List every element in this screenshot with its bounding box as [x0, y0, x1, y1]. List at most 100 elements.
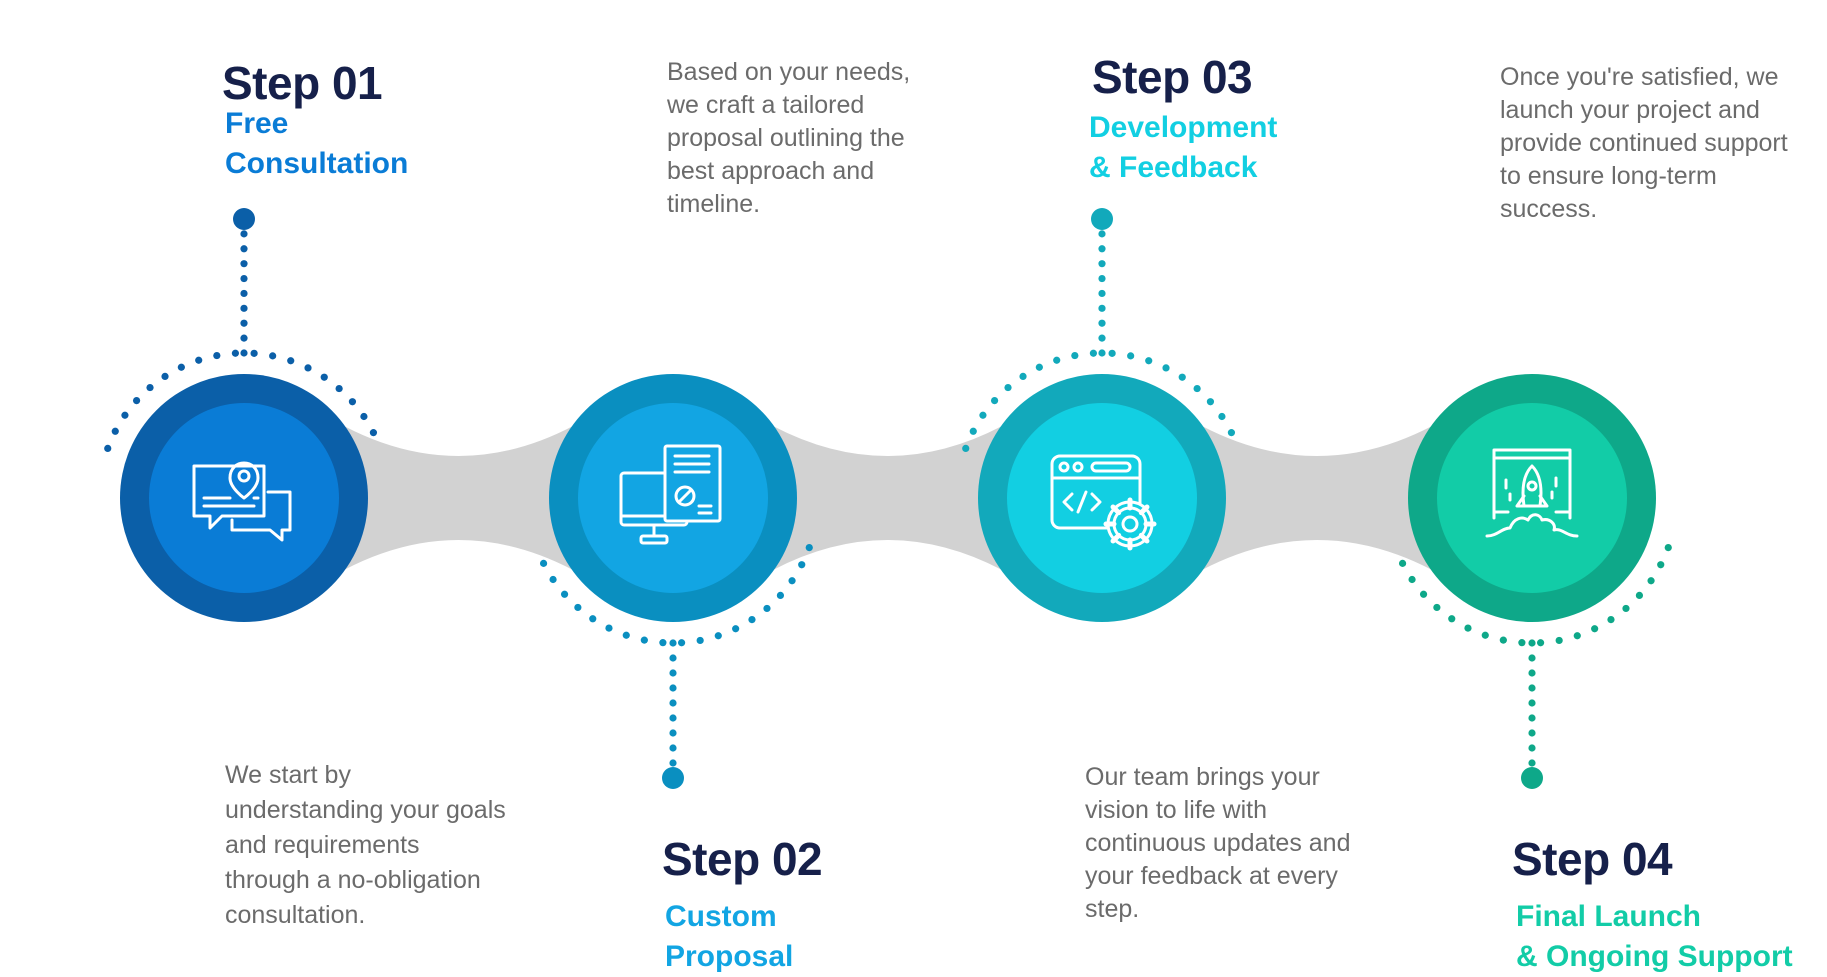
arc-dot: [1398, 559, 1407, 567]
arc-dot: [1448, 615, 1456, 623]
arc-dot: [748, 616, 756, 624]
arc-dot: [1518, 639, 1526, 647]
arc-dot: [1089, 349, 1098, 357]
line-dot: [669, 744, 677, 752]
step-04-desc-line: launch your project and: [1500, 96, 1760, 124]
arc-dot: [1218, 412, 1226, 421]
arc-dot: [1647, 577, 1655, 585]
step-01-number: Step 01: [222, 57, 383, 109]
arc-dot: [1408, 575, 1416, 584]
arc-dot: [640, 636, 648, 644]
arc-dot: [798, 561, 806, 569]
arc-dot: [360, 412, 368, 421]
step-04-title-line: Final Launch: [1516, 900, 1702, 933]
arc-dot: [990, 397, 999, 405]
step-04-desc-line: provide continued support: [1500, 129, 1788, 157]
step-02-number: Step 02: [662, 833, 823, 885]
arc-dot: [1193, 384, 1201, 393]
line-dot: [240, 245, 248, 253]
arc-dot: [1499, 636, 1507, 644]
arc-dot: [776, 591, 785, 599]
step-02-desc-line: best approach and: [667, 157, 875, 185]
arc-dot: [763, 604, 771, 613]
step-04-title: Final Launch & Ongoing Support: [1516, 897, 1793, 977]
arc-dot: [1419, 590, 1428, 598]
dotted-decorations: [104, 208, 1672, 789]
line-dot: [1098, 274, 1106, 283]
arc-dot: [335, 384, 343, 393]
step-04-desc-line: success.: [1500, 195, 1598, 223]
arc-dot: [1127, 352, 1135, 360]
line-dot: [1528, 714, 1536, 722]
step-04-description: Once you're satisfied, we launch your pr…: [1500, 61, 1788, 226]
arc-dot: [1464, 624, 1472, 632]
connector-segment: [344, 426, 573, 570]
end-node: [1091, 208, 1113, 230]
arc-dot: [121, 411, 129, 419]
arc-dot: [231, 349, 240, 357]
line-dot: [240, 349, 248, 357]
step-inner-circle: [1007, 403, 1197, 593]
step-01-desc-line: and requirements: [225, 831, 420, 859]
step-03-desc-line: vision to life with: [1085, 796, 1268, 824]
arc-dot: [659, 639, 667, 647]
step-02-title-line: Custom: [665, 900, 777, 933]
arc-dot: [1145, 357, 1153, 365]
arc-dot: [269, 352, 277, 360]
line-dot: [669, 639, 677, 647]
arc-dot: [1227, 429, 1236, 437]
step-03-desc-line: your feedback at every: [1085, 862, 1338, 890]
step-icons: [192, 444, 1579, 551]
line-dot: [1098, 230, 1106, 238]
line-dot: [669, 759, 677, 767]
line-dot: [1528, 684, 1536, 692]
line-dot: [1098, 260, 1106, 268]
arc-dot: [1555, 636, 1563, 645]
arc-dot: [574, 603, 582, 612]
line-dot: [1528, 744, 1536, 752]
step-03-number: Step 03: [1092, 51, 1253, 103]
line-dot: [1098, 245, 1106, 253]
line-dot: [1528, 669, 1536, 677]
line-dot: [669, 699, 677, 707]
step-03-description: Our team brings your vision to life with…: [1085, 761, 1351, 926]
arc-dot: [1162, 364, 1170, 372]
step-02-description: Based on your needs, we craft a tailored…: [667, 56, 910, 221]
arc-dot: [622, 631, 630, 639]
line-dot: [1098, 289, 1106, 298]
arc-dot: [1607, 616, 1615, 624]
arc-dot: [732, 625, 740, 633]
line-dot: [669, 684, 677, 692]
line-dot: [1098, 349, 1106, 357]
connector-segment: [1202, 426, 1432, 570]
arc-dot: [696, 636, 704, 645]
arc-dot: [320, 373, 328, 381]
line-dot: [1098, 334, 1106, 342]
arc-dot: [549, 575, 557, 584]
arc-dot: [1053, 356, 1061, 364]
code-gear-icon: [1050, 454, 1157, 551]
arc-dot: [969, 427, 977, 435]
step-01-desc-line: consultation.: [225, 901, 366, 929]
arc-dot: [1433, 603, 1441, 612]
step-03-desc-line: continuous updates and: [1085, 829, 1351, 857]
step-02-title: Custom Proposal: [665, 897, 793, 977]
line-dot: [669, 714, 677, 722]
arc-dot: [161, 372, 169, 380]
arc-dot: [369, 429, 378, 437]
arc-dot: [304, 364, 312, 372]
arc-dot: [1622, 604, 1630, 613]
step-01-desc-line: understanding your goals: [225, 796, 506, 824]
line-dot: [1098, 304, 1106, 312]
arc-dot: [146, 383, 154, 392]
arc-dot: [348, 398, 357, 406]
arc-dot: [111, 427, 119, 435]
step-03-desc-line: step.: [1085, 895, 1140, 923]
arc-dot: [1178, 373, 1186, 381]
step-01-title-line: Consultation: [225, 147, 409, 180]
arc-dot: [788, 577, 796, 585]
arc-dot: [104, 444, 112, 453]
arc-dot: [979, 411, 987, 419]
arc-dot: [1035, 363, 1043, 371]
